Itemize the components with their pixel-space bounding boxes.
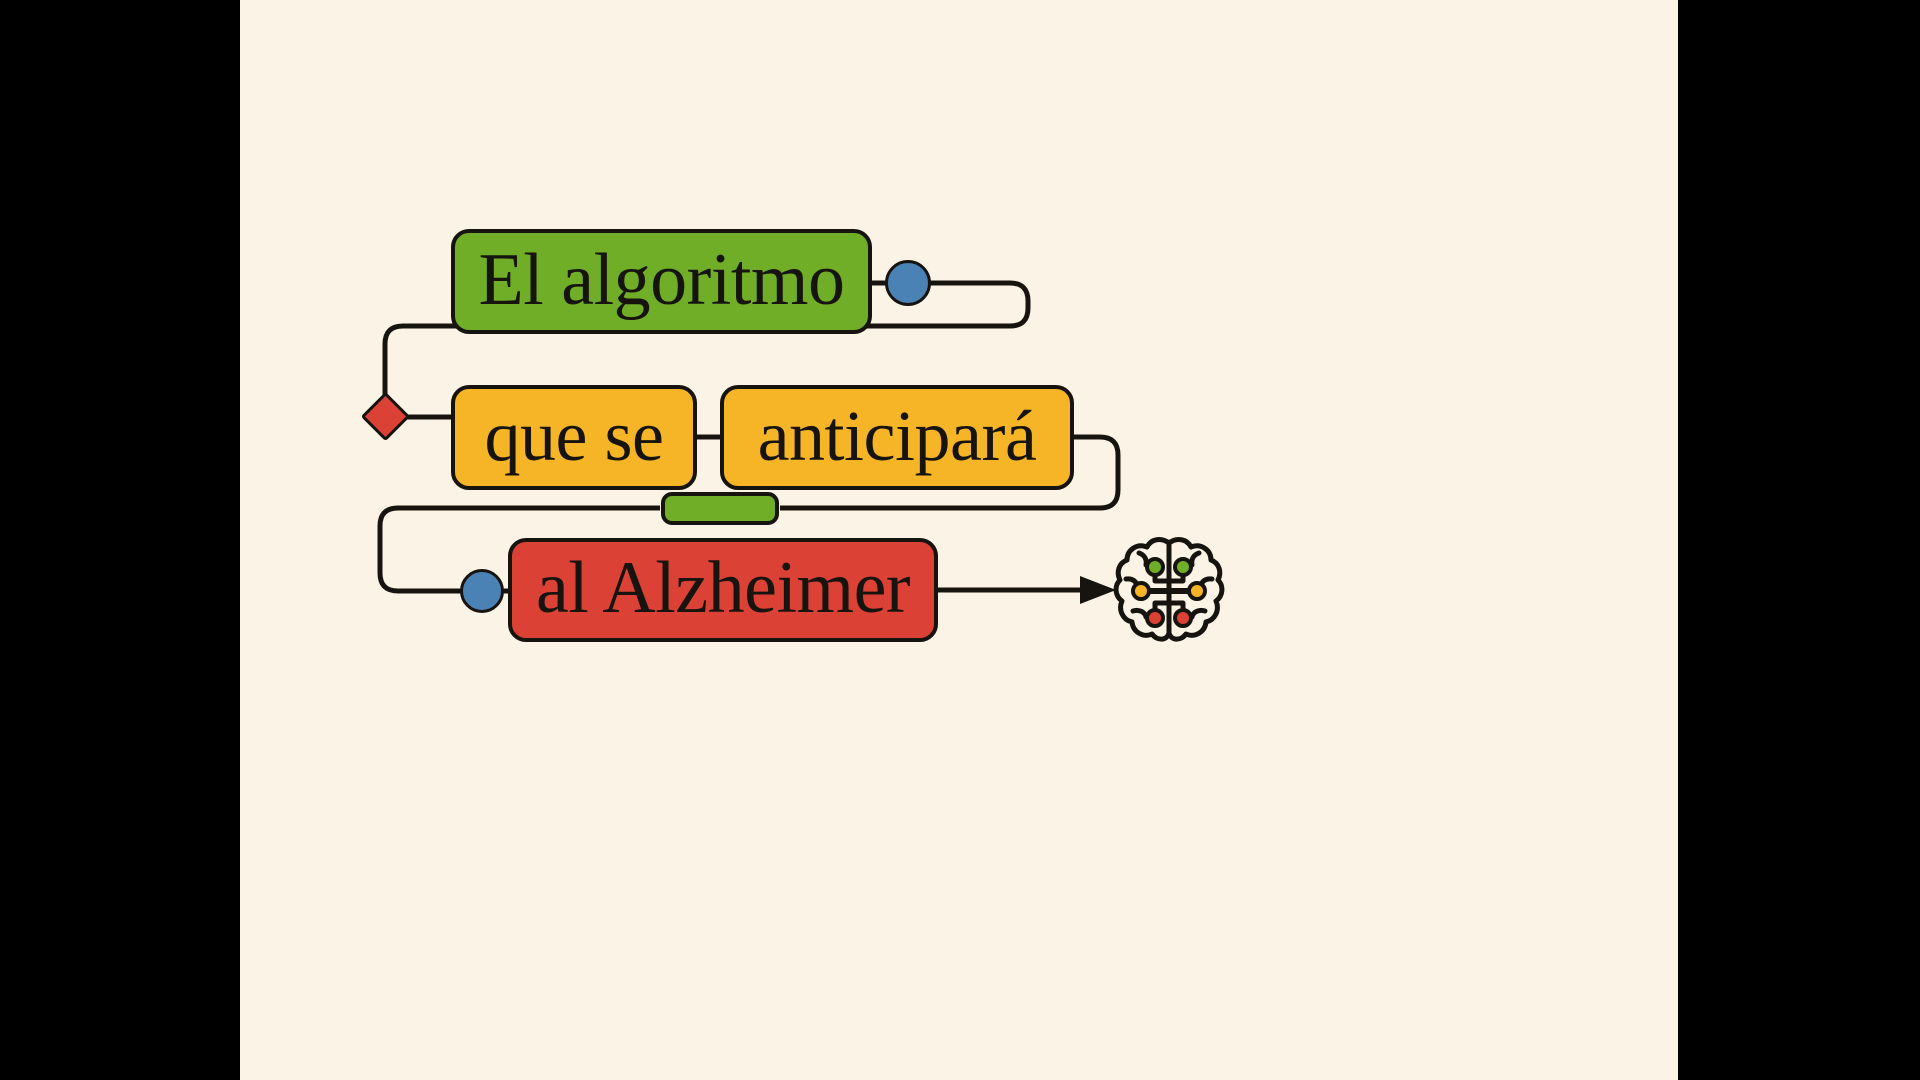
brain-node-green-right [1173, 557, 1193, 577]
brain-node-red-right [1173, 608, 1193, 628]
diagram-canvas: El algoritmo que se anticipará al Alzhei… [240, 0, 1678, 1080]
node-que-se[interactable]: que se [451, 385, 697, 490]
node-anticipara[interactable]: anticipará [720, 385, 1074, 490]
connector-chip-green[interactable] [661, 492, 779, 525]
connector-dot-bottom[interactable] [460, 569, 504, 613]
node-el-algoritmo[interactable]: El algoritmo [451, 229, 872, 334]
connector-lines [377, 280, 1121, 604]
letterbox-bar-right [1678, 0, 1920, 1080]
edge-anticipara-right-down [1072, 434, 1121, 511]
node-que-se-label: que se [484, 395, 664, 476]
letterbox-bar-left [0, 0, 240, 1080]
node-el-algoritmo-label: El algoritmo [478, 238, 846, 321]
brain-icon-svg [1113, 537, 1225, 642]
edge-down-to-diamond [382, 323, 1010, 400]
connector-dot-top[interactable] [885, 260, 931, 306]
brain-node-yellow-left [1131, 581, 1151, 601]
node-anticipara-label: anticipará [757, 395, 1037, 476]
node-al-alzheimer-label: al Alzheimer [535, 547, 911, 629]
edge-dot-right-segment [929, 280, 1031, 329]
brain-node-green-left [1145, 557, 1165, 577]
brain-node-red-left [1145, 608, 1165, 628]
node-al-alzheimer[interactable]: al Alzheimer [508, 538, 938, 642]
arrowhead-icon [1080, 576, 1116, 604]
brain-node-yellow-right [1187, 581, 1207, 601]
edge-green-chip-left-down [377, 505, 660, 594]
brain-icon[interactable] [1109, 531, 1229, 651]
